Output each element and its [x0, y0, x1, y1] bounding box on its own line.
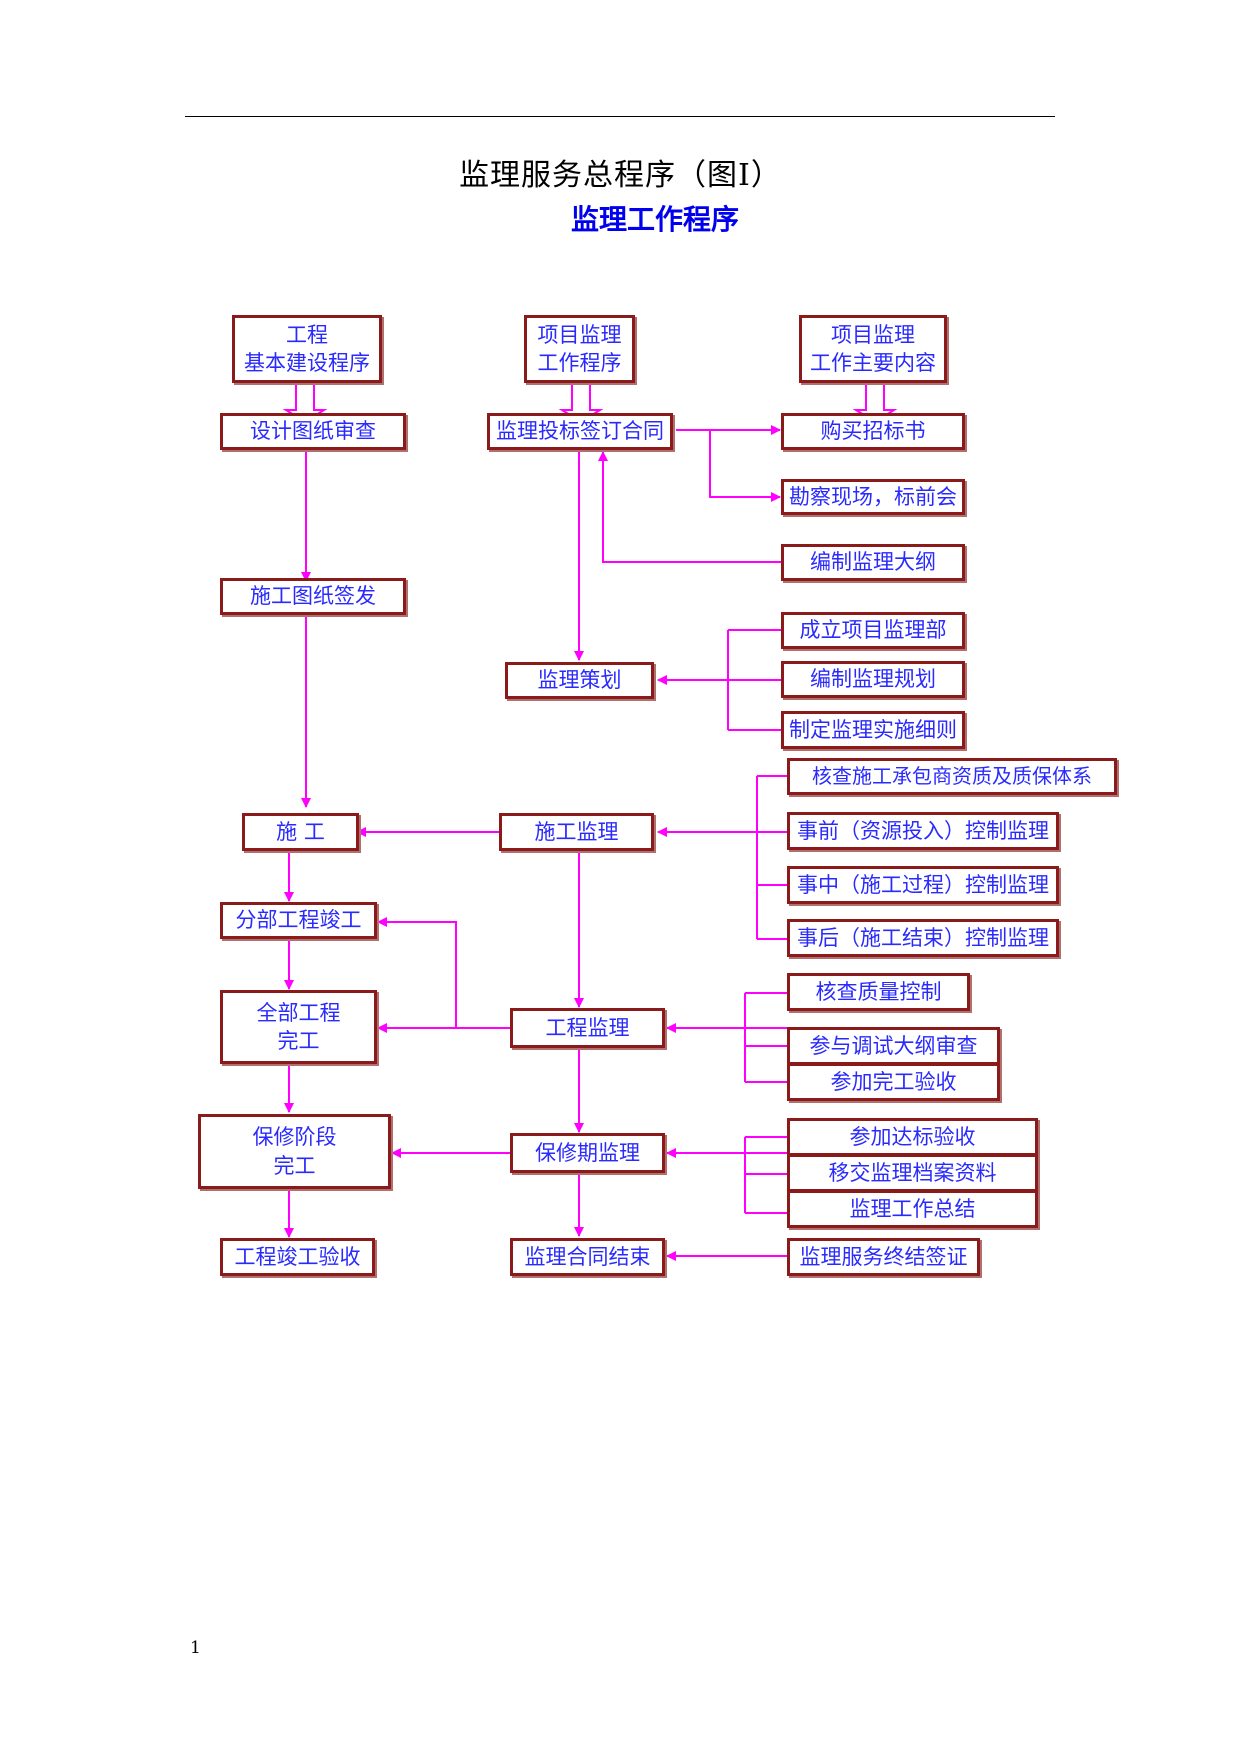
node-check-contractor-qualification: 核查施工承包商资质及质保体系 [787, 758, 1117, 795]
node-partial-completion: 分部工程竣工 [220, 902, 377, 939]
node-design-drawing-review: 设计图纸审查 [220, 413, 406, 450]
node-standard-acceptance: 参加达标验收 [787, 1118, 1038, 1156]
arrow-gcjl-fbjg [377, 917, 457, 1028]
node-warranty-supervision: 保修期监理 [510, 1133, 665, 1173]
node-in-process-control: 事中（施工过程）控制监理 [787, 866, 1059, 904]
arrow-bzdg-tbqd [598, 451, 782, 563]
node-contract-termination: 监理合同结束 [510, 1238, 665, 1276]
document-title: 监理服务总程序（图Ⅰ） [459, 158, 782, 193]
node-engineering-supervision: 工程监理 [510, 1008, 665, 1048]
node-commissioning-review: 参与调试大纲审查 [787, 1027, 1000, 1065]
diagram-title: 监理工作程序 [570, 203, 739, 236]
node-bid-sign-contract: 监理投标签订合同 [487, 413, 673, 450]
node-supervision-planning: 监理策划 [505, 662, 654, 699]
node-supervision-implementation-rules: 制定监理实施细则 [781, 711, 965, 749]
node-construction: 施 工 [242, 813, 359, 851]
node-check-quality-control: 核查质量控制 [787, 973, 970, 1011]
node-completion-acceptance: 工程竣工验收 [220, 1238, 375, 1276]
node-work-summary: 监理工作总结 [787, 1190, 1038, 1228]
node-buy-tender-documents: 购买招标书 [781, 413, 965, 450]
node-service-termination-certificate: 监理服务终结签证 [787, 1238, 980, 1276]
node-completion-inspection: 参加完工验收 [787, 1063, 1000, 1101]
page-number: 1 [190, 1638, 201, 1658]
node-main-work-content: 项目监理 工作主要内容 [799, 315, 947, 383]
node-site-survey-prebid: 勘察现场，标前会 [781, 479, 965, 515]
header-rule [185, 116, 1055, 117]
arrow-tbqd-kcxc [709, 430, 781, 502]
node-pre-control: 事前（资源投入）控制监理 [787, 812, 1059, 850]
node-post-control: 事后（施工结束）控制监理 [787, 919, 1059, 957]
node-full-completion: 全部工程 完工 [220, 990, 377, 1064]
node-compile-supervision-outline: 编制监理大纲 [781, 544, 965, 581]
node-basic-construction-procedure: 工程 基本建设程序 [232, 315, 382, 383]
node-archive-handover: 移交监理档案资料 [787, 1154, 1038, 1192]
node-compile-supervision-plan: 编制监理规划 [781, 661, 965, 698]
node-construction-supervision: 施工监理 [499, 813, 654, 851]
node-supervision-work-procedure: 项目监理 工作程序 [524, 315, 635, 383]
node-warranty-completion: 保修阶段 完工 [198, 1114, 391, 1189]
node-establish-project-department: 成立项目监理部 [781, 612, 965, 649]
node-construction-drawing-issue: 施工图纸签发 [220, 578, 406, 615]
